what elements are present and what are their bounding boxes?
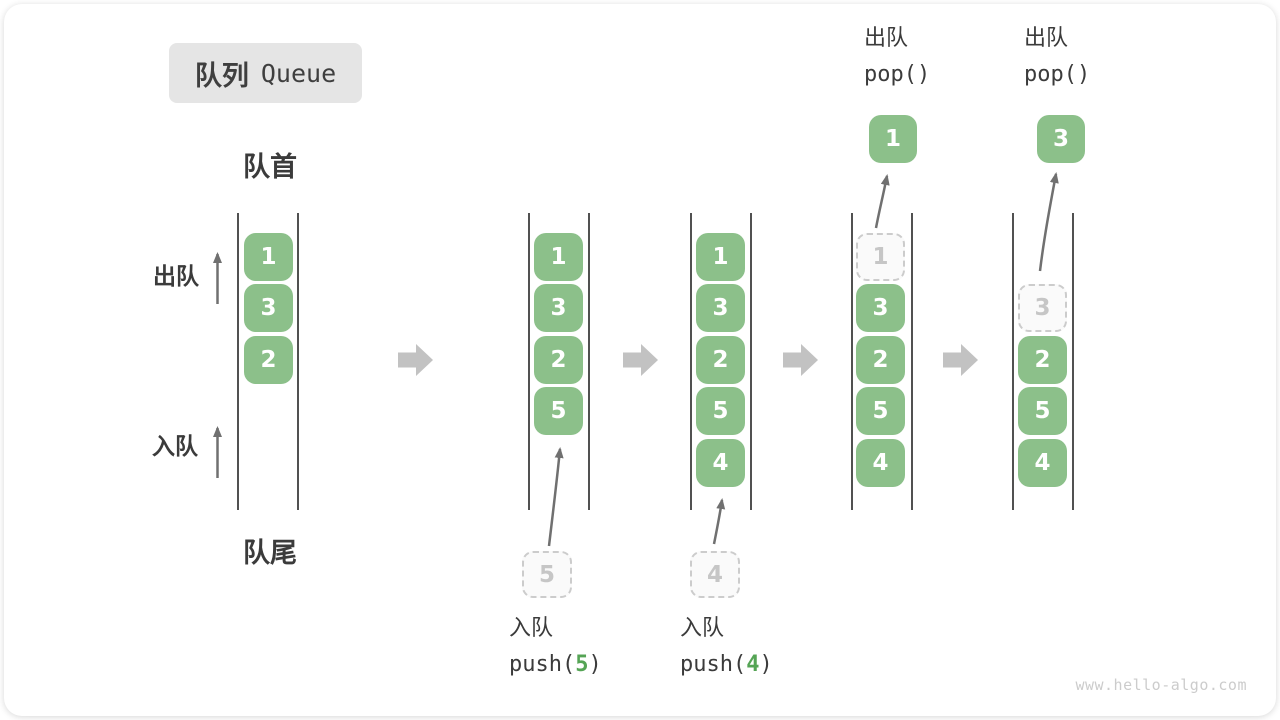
pop-code-label: pop() (864, 62, 931, 87)
enqueue-side-label: 入队 (152, 434, 198, 460)
queue-cell-dashed: 1 (856, 233, 905, 281)
queue-right-wall (911, 213, 913, 510)
push-op-label: 入队 (680, 616, 725, 641)
pop-code-label: pop() (1024, 62, 1091, 87)
queue-cell: 3 (244, 284, 293, 332)
queue-cell: 4 (1018, 439, 1067, 487)
watermark: www.hello-algo.com (1075, 676, 1247, 694)
queue-cell: 5 (1018, 387, 1067, 435)
title-badge: 队列 Queue (169, 43, 362, 103)
queue-right-wall (1072, 213, 1074, 510)
queue-cell: 3 (534, 284, 583, 332)
queue-left-wall (528, 213, 530, 510)
dequeue-side-label: 出队 (153, 264, 199, 290)
pop-op-label: 出队 (1024, 26, 1069, 51)
queue-cell: 2 (856, 336, 905, 384)
title-zh: 队列 (194, 60, 249, 92)
push-arg: 5 (575, 652, 589, 677)
queue-right-wall (588, 213, 590, 510)
queue-cell: 3 (856, 284, 905, 332)
queue-cell: 3 (696, 284, 745, 332)
popped-cell: 3 (1037, 115, 1085, 163)
queue-cell: 2 (534, 336, 583, 384)
pop-annotation: 出队 pop() (1024, 28, 1090, 86)
push-code-label: push(5) (509, 652, 602, 677)
pop-op-label: 出队 (864, 26, 909, 51)
push-annotation: 入队 push(5) (509, 618, 602, 676)
push-arg: 4 (746, 652, 760, 677)
queue-cell: 4 (696, 439, 745, 487)
queue-cell: 5 (696, 387, 745, 435)
push-op-label: 入队 (509, 616, 554, 641)
queue-cell: 2 (244, 336, 293, 384)
queue-cell: 1 (244, 233, 293, 281)
queue-cell: 4 (856, 439, 905, 487)
queue-right-wall (750, 213, 752, 510)
staged-cell: 4 (690, 551, 740, 598)
queue-cell: 5 (534, 387, 583, 435)
queue-left-wall (237, 213, 239, 510)
diagram-canvas (4, 4, 1276, 716)
queue-cell: 2 (1018, 336, 1067, 384)
front-label: 队首 (243, 152, 297, 183)
queue-left-wall (1012, 213, 1014, 510)
queue-cell: 5 (856, 387, 905, 435)
title-en: Queue (260, 58, 337, 88)
queue-cell-dashed: 3 (1018, 284, 1067, 332)
push-annotation: 入队 push(4) (680, 618, 773, 676)
queue-cell: 2 (696, 336, 745, 384)
push-code-label: push(4) (680, 652, 773, 677)
popped-cell: 1 (869, 115, 917, 163)
queue-left-wall (690, 213, 692, 510)
queue-left-wall (851, 213, 853, 510)
queue-right-wall (297, 213, 299, 510)
pop-annotation: 出队 pop() (864, 28, 930, 86)
rear-label: 队尾 (243, 538, 297, 569)
queue-cell: 1 (696, 233, 745, 281)
queue-cell: 1 (534, 233, 583, 281)
staged-cell: 5 (522, 551, 572, 598)
